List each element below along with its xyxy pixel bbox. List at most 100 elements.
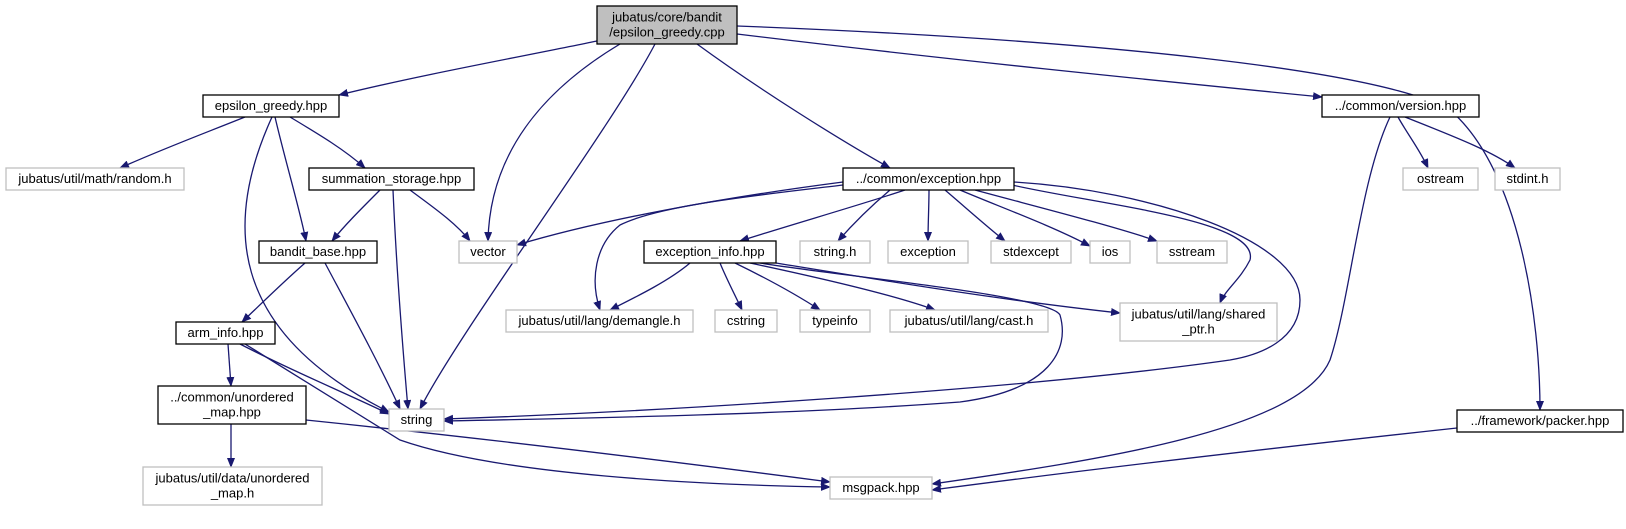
node-n13: msgpack.hpp [829, 476, 933, 500]
edge-n4-n14 [739, 189, 906, 243]
edge-n9-n3 [324, 262, 401, 410]
edge-n8-n3 [392, 189, 412, 410]
node-n5[interactable]: ../common/version.hpp [1321, 94, 1480, 118]
node-box [258, 240, 378, 264]
edge-n4-n16 [924, 189, 933, 242]
node-n10[interactable]: arm_info.hpp [175, 321, 276, 345]
node-box [5, 167, 185, 191]
node-n23: jubatus/util/lang/cast.h [889, 309, 1049, 333]
nodes: jubatus/core/bandit/epsilon_greedy.cppep… [5, 5, 1624, 506]
node-label: vector [470, 244, 506, 259]
node-n0[interactable]: jubatus/core/bandit/epsilon_greedy.cpp [596, 5, 738, 45]
edge-n0-n6 [736, 25, 1544, 411]
edge-n4-n18 [959, 189, 1091, 247]
node-box [799, 240, 871, 264]
node-n7: jubatus/util/math/random.h [5, 167, 185, 191]
node-box [889, 309, 1049, 333]
node-label: exception_info.hpp [655, 244, 764, 259]
node-label: jubatus/core/bandit [611, 10, 722, 25]
node-box [799, 309, 871, 333]
node-box [1402, 167, 1479, 191]
node-label: ../common/version.hpp [1335, 98, 1467, 113]
node-box [1321, 94, 1480, 118]
edge-n10-n3 [239, 343, 390, 415]
node-n8[interactable]: summation_storage.hpp [308, 167, 475, 191]
node-n9[interactable]: bandit_base.hpp [258, 240, 378, 264]
node-label: string.h [814, 244, 857, 259]
edge-n0-n1 [338, 40, 598, 97]
node-n16: exception [887, 240, 969, 264]
node-n26: stdint.h [1494, 167, 1561, 191]
node-label: sstream [1169, 244, 1215, 259]
node-n6[interactable]: ../framework/packer.hpp [1456, 409, 1624, 433]
node-n20: jubatus/util/lang/demangle.h [505, 309, 694, 333]
node-box [202, 94, 340, 118]
node-box [1156, 240, 1228, 264]
node-label: ostream [1417, 171, 1464, 186]
node-box [1089, 240, 1131, 264]
node-n11[interactable]: ../common/unordered_map.hpp [157, 385, 307, 425]
node-n4[interactable]: ../common/exception.hpp [842, 167, 1015, 191]
node-n19: sstream [1156, 240, 1228, 264]
node-box [714, 309, 778, 333]
edge-n14-n22 [734, 262, 821, 311]
node-n12: jubatus/util/data/unordered_map.h [142, 466, 323, 506]
node-n24: jubatus/util/lang/shared_ptr.h [1119, 302, 1278, 342]
edge-n8-n9 [331, 189, 381, 242]
edge-n14-n21 [719, 262, 743, 311]
edge-n4-n15 [837, 189, 891, 242]
node-label: ../common/exception.hpp [856, 171, 1001, 186]
node-n21: cstring [714, 309, 778, 333]
node-label: summation_storage.hpp [322, 171, 461, 186]
node-n25: ostream [1402, 167, 1479, 191]
node-box [887, 240, 969, 264]
edge-n0-n2 [484, 43, 621, 242]
edge-n9-n10 [241, 262, 306, 323]
node-label: jubatus/util/lang/shared [1131, 307, 1266, 322]
edge-n8-n2 [409, 189, 471, 242]
edge-n10-n13 [244, 343, 831, 491]
edge-n0-n4 [696, 43, 891, 169]
node-n14[interactable]: exception_info.hpp [643, 240, 777, 264]
node-label: jubatus/util/math/random.h [17, 171, 171, 186]
edge-n6-n13 [931, 427, 1458, 493]
node-box [458, 240, 518, 264]
node-label: jubatus/util/data/unordered [155, 471, 310, 486]
edge-n1-n3 [244, 116, 390, 413]
edge-n5-n13 [931, 116, 1391, 487]
node-label: _ptr.h [1181, 322, 1215, 337]
node-label: _map.hpp [202, 405, 261, 420]
node-box [175, 321, 276, 345]
edge-n4-n17 [944, 189, 1006, 242]
edge-n0-n5 [736, 33, 1323, 101]
node-label: jubatus/util/lang/cast.h [904, 313, 1034, 328]
node-label: jubatus/util/lang/demangle.h [518, 313, 681, 328]
node-label: msgpack.hpp [842, 480, 919, 495]
node-label: string [401, 412, 433, 427]
node-label: epsilon_greedy.hpp [215, 98, 328, 113]
edge-n14-n24 [775, 262, 1121, 317]
node-label: /epsilon_greedy.cpp [609, 25, 724, 40]
node-label: arm_info.hpp [188, 325, 264, 340]
node-label: _map.h [210, 486, 254, 501]
edge-n4-n24 [1011, 184, 1251, 304]
edge-n1-n8 [289, 116, 366, 169]
node-box [388, 408, 445, 432]
node-label: exception [900, 244, 956, 259]
node-box [1494, 167, 1561, 191]
node-n1[interactable]: epsilon_greedy.hpp [202, 94, 340, 118]
node-label: stdint.h [1507, 171, 1549, 186]
node-box [505, 309, 694, 333]
edge-n4-n3 [443, 181, 1301, 423]
node-box [596, 5, 738, 45]
edge-n10-n11 [226, 343, 235, 387]
edge-n4-n20 [593, 184, 844, 311]
node-n3: string [388, 408, 445, 432]
node-box [1119, 302, 1278, 342]
node-label: cstring [727, 313, 765, 328]
edge-n14-n3 [443, 262, 1063, 425]
node-box [643, 240, 777, 264]
node-label: ../common/unordered [170, 390, 294, 405]
node-label: typeinfo [812, 313, 858, 328]
